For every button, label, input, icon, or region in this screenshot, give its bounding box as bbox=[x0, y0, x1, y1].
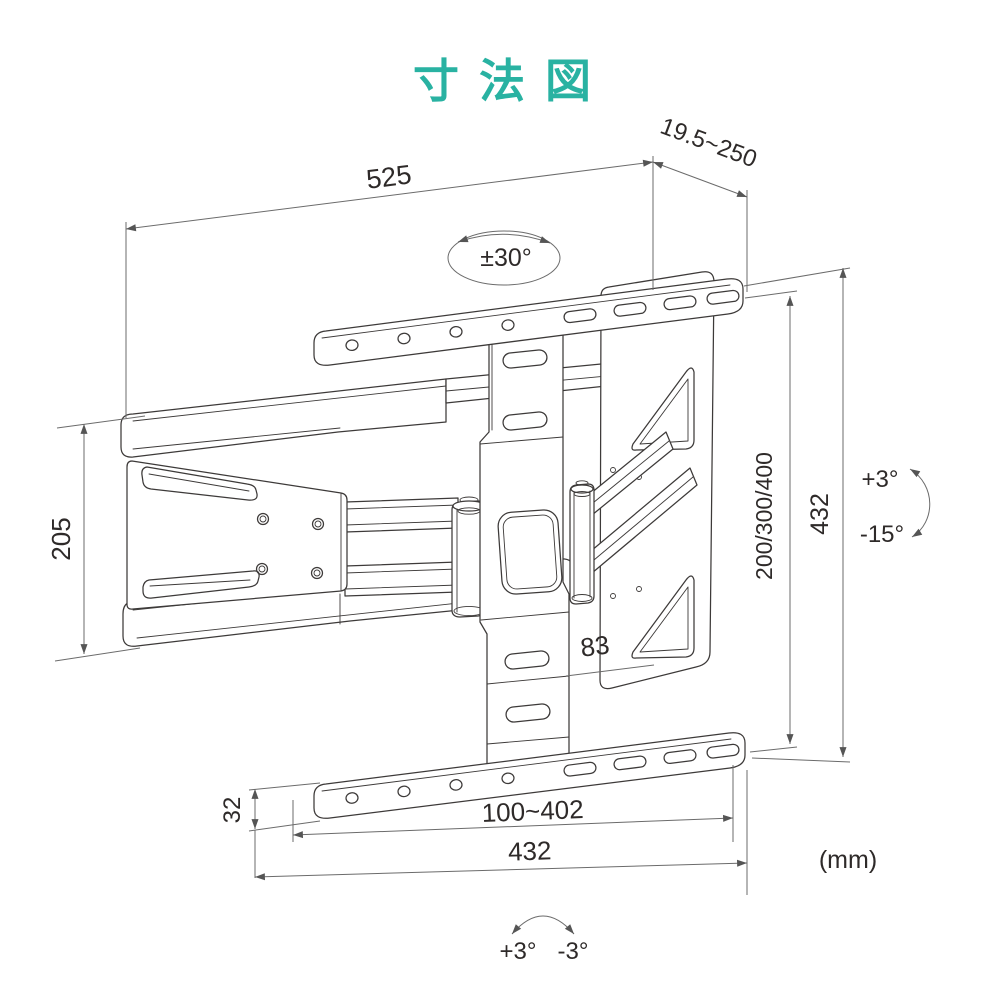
dim-vesa-vertical: 200/300/400 bbox=[744, 290, 798, 753]
wall-plate bbox=[599, 271, 715, 690]
dim-tilt: +3° -15° bbox=[860, 466, 931, 548]
right-hinge bbox=[569, 480, 595, 605]
page-title: 寸法図 bbox=[413, 54, 611, 108]
wall-plate-lower-cutout bbox=[631, 575, 695, 659]
dim-wall-distance: 19.5~250 bbox=[652, 113, 761, 292]
dim-label-vesa-horizontal: 100~402 bbox=[481, 794, 584, 828]
dim-level-adjust: +3° -3° bbox=[500, 915, 589, 965]
dim-right-height: 432 bbox=[743, 267, 851, 763]
bottom-tv-bar bbox=[313, 732, 746, 819]
dim-label-top-width: 525 bbox=[365, 159, 413, 194]
wall-plate-upper-cutout bbox=[631, 367, 695, 451]
dim-label-swivel: ±30° bbox=[480, 244, 532, 272]
dim-label-vesa-vertical: 200/300/400 bbox=[751, 452, 777, 580]
dim-label-bar-thickness: 32 bbox=[219, 797, 246, 824]
dim-bar-length: 432 bbox=[254, 770, 748, 895]
upper-arm-channel bbox=[120, 378, 447, 458]
dim-vesa-horizontal: 100~402 bbox=[292, 765, 734, 842]
arm-rails bbox=[344, 497, 459, 597]
dim-label-bar-length: 432 bbox=[507, 835, 551, 866]
left-hinge bbox=[451, 496, 487, 618]
plate-upper-slot bbox=[141, 466, 258, 501]
dim-top-width: 525 bbox=[125, 156, 654, 418]
top-tv-bar bbox=[313, 278, 744, 366]
dim-label-left-height: 205 bbox=[46, 517, 76, 560]
dim-center-column: 83 bbox=[565, 629, 655, 677]
column-center-cutout bbox=[497, 509, 563, 595]
dim-bar-thickness: 32 bbox=[219, 782, 321, 878]
dim-label-tilt-down: -15° bbox=[860, 521, 904, 548]
dim-label-level-right: -3° bbox=[558, 938, 589, 965]
center-column bbox=[479, 327, 570, 767]
mount-drawing bbox=[120, 271, 746, 819]
dim-label-level-left: +3° bbox=[500, 938, 537, 965]
left-plate bbox=[126, 460, 348, 610]
dim-label-right-height: 432 bbox=[806, 493, 834, 535]
dim-swivel: ±30° bbox=[447, 230, 561, 286]
unit-note: (mm) bbox=[819, 846, 877, 874]
dim-label-wall-distance: 19.5~250 bbox=[657, 113, 761, 174]
dim-label-tilt-up: +3° bbox=[862, 466, 899, 493]
dim-label-center-column: 83 bbox=[579, 629, 611, 662]
dim-left-height: 205 bbox=[46, 415, 146, 662]
